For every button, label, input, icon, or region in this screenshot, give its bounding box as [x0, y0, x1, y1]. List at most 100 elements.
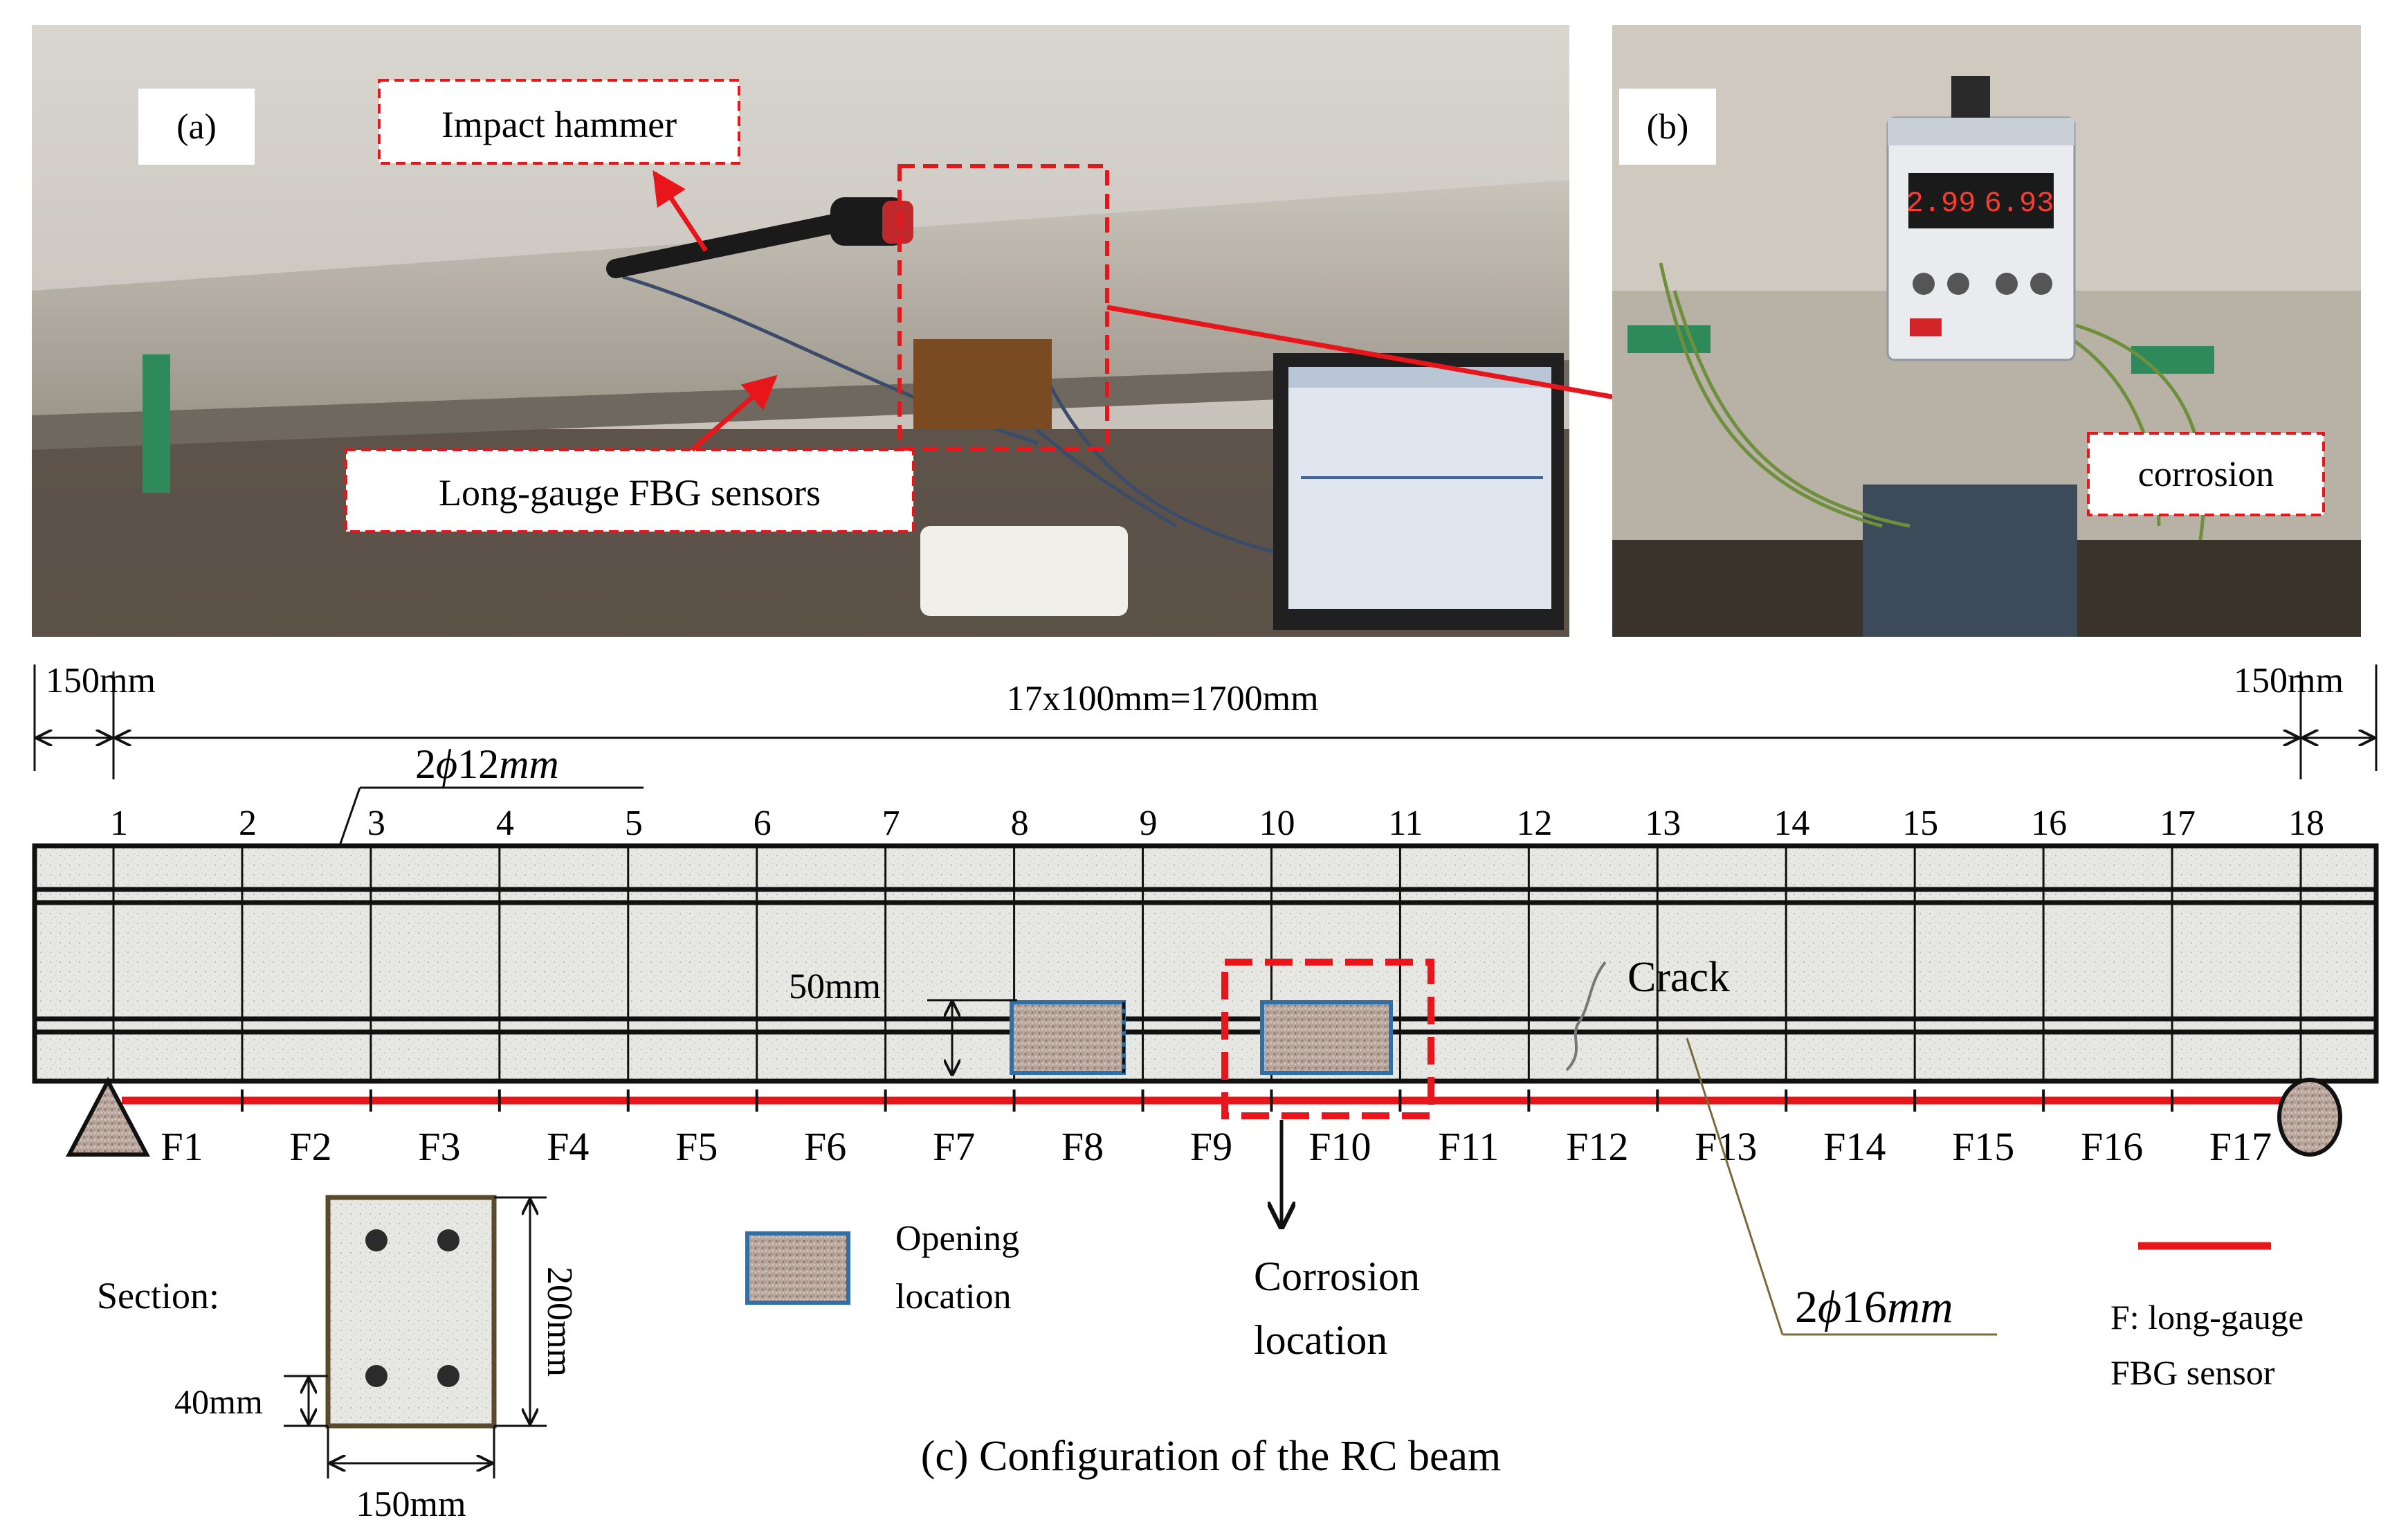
section-width-label: 150mm [356, 1485, 466, 1524]
sensors-callout-arrow [690, 374, 778, 452]
sensor-label-F17: F17 [2209, 1124, 2272, 1169]
pin-support [66, 1076, 150, 1157]
sensor-label-F11: F11 [1438, 1124, 1499, 1169]
photo-b-wires [1659, 262, 2206, 541]
opening-near-node-8 [1010, 1000, 1126, 1075]
panel-a-label-box [138, 89, 255, 165]
hammer-callout-label: Impact hammer [441, 104, 677, 145]
cover-dim-label: 50mm [789, 967, 881, 1006]
node-label-18: 18 [2288, 804, 2324, 843]
sensor-ticks [240, 1089, 2174, 1112]
corrosion-callout-box [2087, 432, 2325, 516]
sensor-label-F8: F8 [1061, 1124, 1104, 1169]
node-label-9: 9 [1140, 804, 1158, 843]
cross-section: Section: 200mm 150mm 40mm [97, 1195, 579, 1524]
node-label-15: 15 [1902, 804, 1938, 843]
sensors-callout-box [345, 449, 915, 533]
section-label: Section: [97, 1275, 219, 1317]
opening-near-node-10 [1260, 1000, 1393, 1075]
sensor-label-F12: F12 [1566, 1124, 1628, 1169]
voltage-display: 2.99 [1906, 187, 1976, 220]
sensor-label-F9: F9 [1190, 1124, 1232, 1169]
node-label-17: 17 [2160, 804, 2196, 843]
crack-label: Crack [1627, 954, 1730, 1001]
photo-a: (a) Impact hammer Long-gauge FBG sensors [32, 25, 1569, 637]
node-label-5: 5 [625, 804, 643, 843]
sensor-label-F4: F4 [547, 1124, 589, 1169]
hammer-callout-box [378, 79, 740, 165]
sensor-label-F3: F3 [418, 1124, 460, 1169]
sensor-label-F1: F1 [161, 1124, 203, 1169]
sensor-label-F15: F15 [1952, 1124, 2014, 1169]
panel-b-label: (b) [1647, 107, 1689, 147]
sensor-label-F5: F5 [675, 1124, 718, 1169]
sensor-label-F14: F14 [1823, 1124, 1886, 1169]
node-label-6: 6 [754, 804, 772, 843]
corrosion-callout-label: corrosion [2138, 455, 2274, 494]
section-cover-label: 40mm [174, 1382, 263, 1421]
panel-a-label: (a) [176, 107, 217, 147]
corrosion-location-box [1221, 959, 1434, 1119]
node-label-4: 4 [496, 804, 514, 843]
top-rebar-label: 2ϕ12mm [415, 741, 559, 787]
photo-b-container [1863, 485, 2077, 637]
photo-b: 2.99 6.93 (b) corrosion [1612, 25, 2361, 637]
node-label-11: 11 [1388, 804, 1423, 843]
laptop-illustration [1273, 353, 1564, 630]
hammer-callout-arrow [653, 170, 708, 252]
node-label-13: 13 [1645, 804, 1681, 843]
dim-right-label: 150mm [2234, 661, 2344, 700]
photo-a-corrosion-region-box [897, 164, 1109, 451]
photo-a-beam [32, 180, 1569, 415]
node-label-12: 12 [1516, 804, 1552, 843]
photo-a-beam-underside [32, 360, 1569, 450]
section-rebar-top-left [365, 1229, 387, 1251]
node-label-2: 2 [239, 804, 257, 843]
node-label-14: 14 [1773, 804, 1809, 843]
section-rebar-top-right [437, 1229, 459, 1251]
corrosion-location-label-2: location [1254, 1317, 1387, 1363]
dim-span-label: 17x100mm=1700mm [1006, 679, 1318, 718]
sensor-label-F7: F7 [933, 1124, 975, 1169]
hammer-illustration [606, 197, 913, 278]
sensor-label-F10: F10 [1308, 1124, 1371, 1169]
node-label-7: 7 [882, 804, 900, 843]
legend-opening-label-1: Opening [895, 1219, 1019, 1258]
legend: Opening location F: long-gauge FBG senso… [745, 1219, 2304, 1392]
sensor-label-F16: F16 [2081, 1124, 2143, 1169]
photo-a-strap [143, 354, 170, 493]
node-label-1: 1 [110, 804, 128, 843]
section-height-label: 200mm [540, 1267, 579, 1377]
photo-link-arrow [1106, 305, 1713, 426]
crack-mark [1565, 961, 1607, 1071]
panel-b-label-box [1619, 89, 1716, 165]
legend-fbg-label-1: F: long-gauge [2110, 1298, 2304, 1337]
bottom-rebar-label: 2ϕ16mm [1795, 1282, 1953, 1332]
legend-opening-label-2: location [895, 1277, 1012, 1317]
beam-body [32, 843, 2379, 1084]
photo-b-strap-left [1627, 325, 1711, 353]
current-display: 6.93 [1985, 187, 2054, 220]
node-label-16: 16 [2031, 804, 2067, 843]
legend-opening-swatch [745, 1231, 850, 1305]
power-supply: 2.99 6.93 [1886, 76, 2076, 361]
section-body [325, 1195, 497, 1429]
roller-support [2277, 1078, 2342, 1157]
section-rebar-bottom-right [437, 1365, 459, 1387]
sensors-callout-label: Long-gauge FBG sensors [439, 472, 821, 514]
bottom-rebar-leader [1686, 1038, 1784, 1335]
photo-a-power-strip [920, 526, 1128, 616]
dim-left-label: 150mm [46, 661, 156, 700]
node-label-3: 3 [367, 804, 385, 843]
section-rebar-bottom-left [365, 1365, 387, 1387]
sensor-label-F6: F6 [804, 1124, 846, 1169]
figure-caption: (c) Configuration of the RC beam [921, 1433, 1502, 1480]
legend-fbg-label-2: FBG sensor [2110, 1353, 2275, 1392]
node-label-8: 8 [1011, 804, 1029, 843]
corrosion-location-label-1: Corrosion [1254, 1254, 1420, 1299]
photo-a-container [913, 339, 1052, 429]
